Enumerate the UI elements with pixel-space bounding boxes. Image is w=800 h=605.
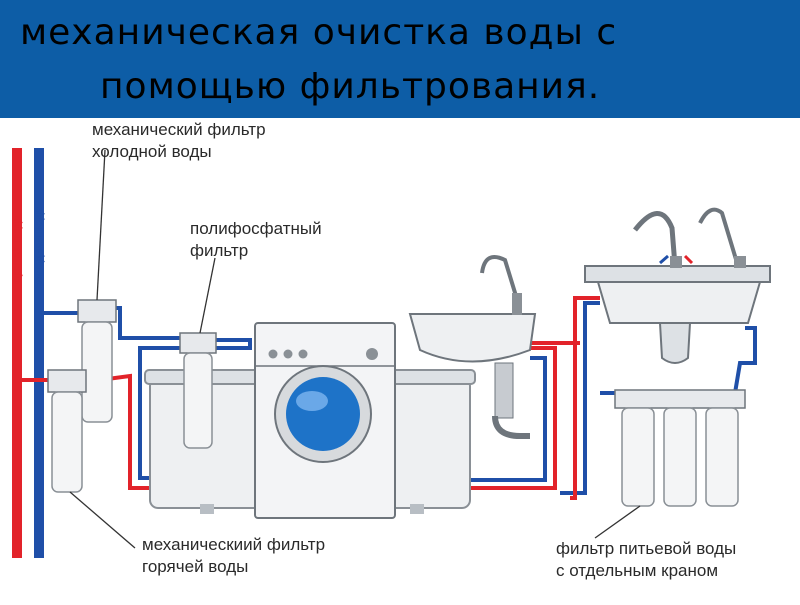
label-cold-filter-line-2: холодной воды xyxy=(92,142,212,161)
label-cold-filter-line-1: механический фильтр xyxy=(92,120,266,139)
cold-pipe-sink2 xyxy=(560,301,600,495)
title-line-1: механическая очистка воды с xyxy=(20,12,618,53)
hot-pipe-right xyxy=(460,346,557,490)
cold-riser xyxy=(34,148,44,558)
leader-hot-filter xyxy=(69,491,136,549)
plumbing-illustration xyxy=(12,148,771,558)
hot-pipe-sink2 xyxy=(570,296,600,500)
title-bar: механическая очистка воды с помощью филь… xyxy=(0,0,800,118)
label-polyphosphate-line-2: фильтр xyxy=(190,241,249,260)
cold-filter xyxy=(77,299,117,423)
bathroom-sink xyxy=(408,255,537,439)
washing-machine xyxy=(254,322,396,519)
label-drinking-filter-line-2: с отдельным краном xyxy=(556,561,719,580)
label-hot-filter-line-1: механическиий фильтр xyxy=(142,535,326,554)
label-polyphosphate-filter: полифосфатный фильтр xyxy=(190,218,322,262)
cold-water-pipe-label: холодная вода xyxy=(33,206,45,288)
label-drinking-filter: фильтр питьевой воды с отдельным краном xyxy=(556,538,736,582)
label-drinking-filter-line-1: фильтр питьевой воды xyxy=(556,539,737,558)
plumbing-diagram: горячая вода холодная вода механический … xyxy=(0,118,800,600)
leader-polyphosphate xyxy=(199,257,216,334)
cold-pipe-right xyxy=(460,356,547,482)
hot-filter xyxy=(47,369,87,493)
kitchen-sink xyxy=(584,207,771,364)
hot-riser xyxy=(12,148,22,558)
leader-drinking-filter xyxy=(594,505,641,539)
label-cold-filter: механический фильтр холодной воды xyxy=(92,119,266,163)
label-hot-filter-line-2: горячей воды xyxy=(142,557,249,576)
polyphosphate-filter xyxy=(179,332,217,449)
drinking-filter-block xyxy=(614,389,746,507)
leader-cold-filter xyxy=(96,149,106,301)
title-line-2: помощью фильтрования. xyxy=(100,66,601,107)
label-polyphosphate-line-1: полифосфатный xyxy=(190,219,322,238)
label-hot-filter: механическиий фильтр горячей воды xyxy=(142,534,325,578)
hot-water-pipe-label: горячая вода xyxy=(11,215,23,288)
